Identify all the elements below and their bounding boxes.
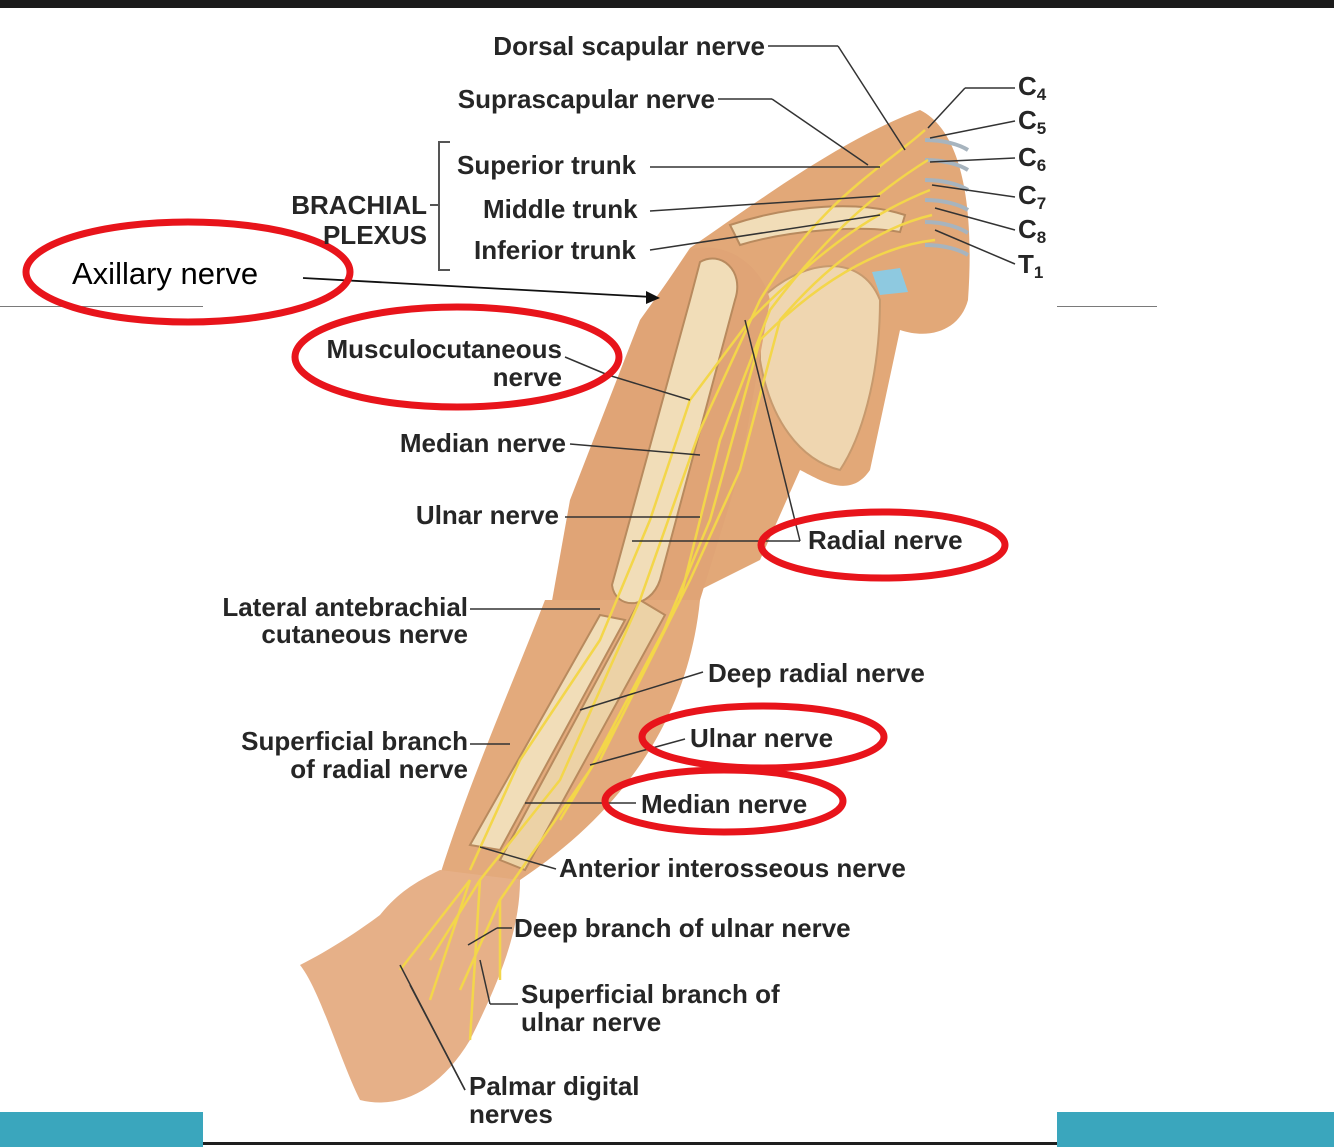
label-palmar-digital: Palmar digital — [469, 1072, 640, 1100]
label-deep-radial: Deep radial nerve — [708, 659, 925, 687]
brace-tick — [430, 204, 439, 206]
label-median-nerve-upper: Median nerve — [330, 429, 566, 457]
label-anterior-interosseous: Anterior interosseous nerve — [559, 854, 906, 882]
label-suprascapular: Suprascapular nerve — [400, 85, 715, 113]
accent-bar-left — [0, 1112, 203, 1147]
label-ulnar-nerve-upper: Ulnar nerve — [330, 501, 559, 529]
label-ulnar-nerve-lower: Ulnar nerve — [690, 724, 833, 752]
root-c8: C8 — [1018, 215, 1046, 247]
label-superficial-radial: Superficial branch — [160, 727, 468, 755]
label-superficial-ulnar: Superficial branch of — [521, 980, 780, 1008]
label-inferior-trunk: Inferior trunk — [474, 236, 636, 264]
label-musculocutaneous: Musculocutaneous — [300, 335, 562, 363]
label-plexus: PLEXUS — [250, 221, 427, 249]
label-middle-trunk: Middle trunk — [483, 195, 638, 223]
label-radial-nerve: Radial nerve — [808, 526, 963, 554]
bottom-line — [203, 1142, 1057, 1145]
root-c6: C6 — [1018, 143, 1046, 175]
label-deep-branch-ulnar: Deep branch of ulnar nerve — [514, 914, 851, 942]
label-brachial: BRACHIAL — [250, 191, 427, 219]
label-dorsal-scapular: Dorsal scapular nerve — [440, 32, 765, 60]
label-median-nerve-lower: Median nerve — [641, 790, 807, 818]
root-c4: C4 — [1018, 72, 1046, 104]
label-lateral-antebrachial-line2: cutaneous nerve — [160, 620, 468, 648]
label-palmar-digital-line2: nerves — [469, 1100, 553, 1128]
axillary-arrow-line — [303, 278, 652, 297]
label-musculocutaneous-line2: nerve — [300, 363, 562, 391]
root-t1: T1 — [1018, 250, 1043, 282]
root-c5: C5 — [1018, 106, 1046, 138]
brachial-plexus-brace — [438, 141, 450, 271]
label-lateral-antebrachial: Lateral antebrachial — [160, 593, 468, 621]
label-superficial-ulnar-line2: ulnar nerve — [521, 1008, 661, 1036]
label-superior-trunk: Superior trunk — [457, 151, 636, 179]
root-c7: C7 — [1018, 181, 1046, 213]
label-axillary-nerve: Axillary nerve — [72, 256, 258, 292]
accent-bar-right — [1057, 1112, 1334, 1147]
label-superficial-radial-line2: of radial nerve — [160, 755, 468, 783]
